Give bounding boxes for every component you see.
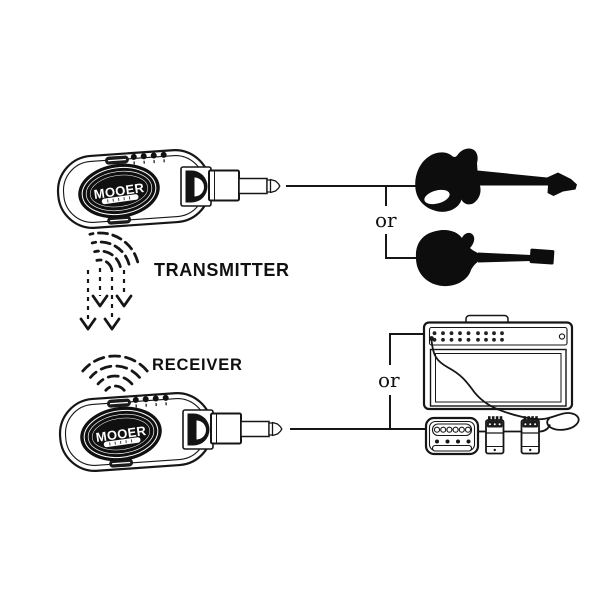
transmitter-device: MOOER: [54, 146, 281, 232]
multi-effects-pedal-icon: [424, 416, 480, 456]
guitar-amp-icon: [422, 314, 574, 411]
electric-guitar-lespaul-icon: [415, 229, 555, 287]
instrument-cable-icon: [429, 336, 580, 431]
signal-direction-arrows-icon: [79, 268, 133, 331]
transmitter-label: TRANSMITTER: [154, 260, 290, 280]
receiver-brand-label: MOOER: [95, 423, 148, 445]
or-label-bottom: or: [378, 368, 400, 392]
stompbox-pedal-icon: [520, 415, 540, 455]
receiver-to-amp-connector: [290, 333, 426, 430]
electric-guitar-strat-icon: [415, 148, 577, 212]
receiver-label: RECEIVER: [152, 356, 243, 374]
transmitter-to-guitar-connector: [286, 185, 422, 259]
effects-pedal-chain: [424, 415, 551, 456]
stompbox-pedal-icon: [485, 415, 505, 455]
receiver-device: MOOER: [56, 389, 283, 475]
or-label-top: or: [375, 208, 397, 232]
amp-input-jack: [558, 333, 566, 340]
pedal-patch-cables: [478, 424, 551, 433]
transmitter-brand-label: MOOER: [93, 180, 146, 202]
amp-knob-row: [432, 331, 504, 342]
receiver-wireless-waves-icon: [81, 354, 149, 392]
transmitter-wireless-waves-icon: [88, 231, 140, 271]
